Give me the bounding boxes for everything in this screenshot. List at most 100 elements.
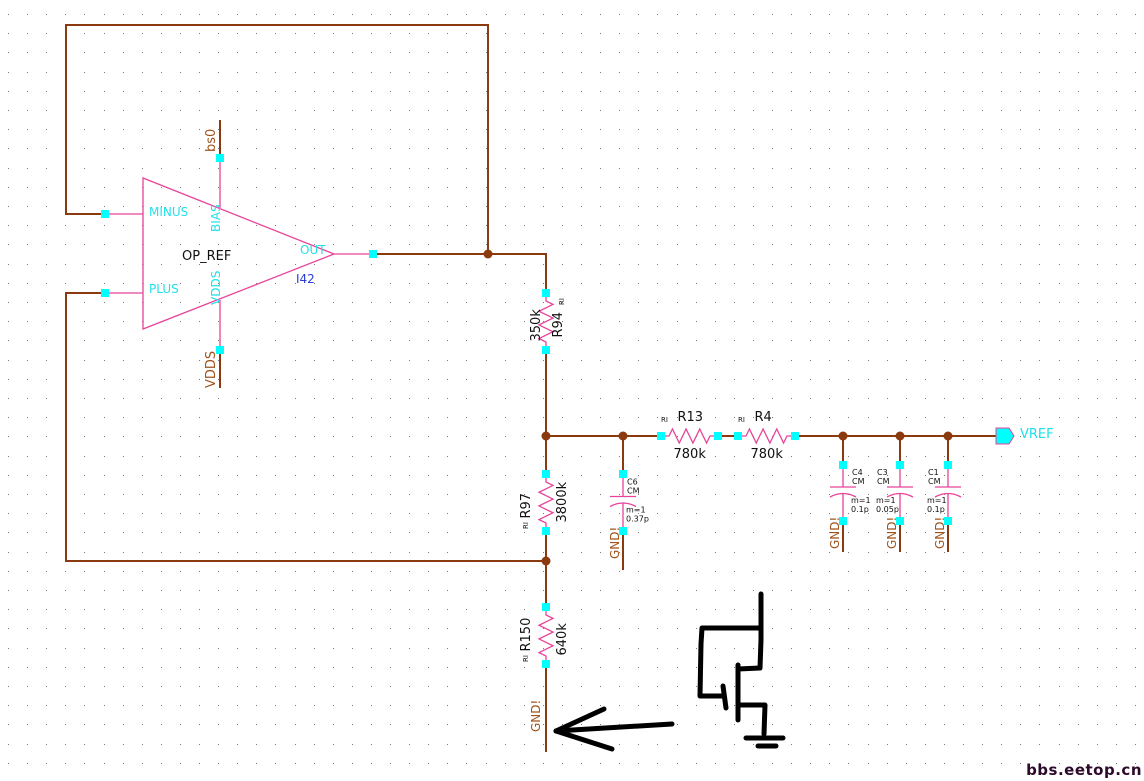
grid-dot bbox=[428, 609, 429, 610]
pin-square[interactable] bbox=[839, 461, 847, 469]
pin-square[interactable] bbox=[542, 527, 550, 535]
feedback-wire-minus[interactable] bbox=[65, 24, 489, 254]
pin-square[interactable] bbox=[619, 470, 627, 478]
pin-square[interactable] bbox=[542, 346, 550, 354]
grid-dot bbox=[1116, 33, 1117, 34]
grid-dot bbox=[848, 532, 849, 533]
grid-dot bbox=[925, 686, 926, 687]
grid-dot bbox=[963, 724, 964, 725]
grid-dot bbox=[8, 609, 9, 610]
output-pin-shape[interactable] bbox=[995, 427, 1015, 445]
grid-dot bbox=[218, 110, 219, 111]
grid-dot bbox=[275, 436, 276, 437]
grid-dot bbox=[791, 244, 792, 245]
grid-dot bbox=[295, 360, 296, 361]
pin-square[interactable] bbox=[542, 470, 550, 478]
pin-square[interactable] bbox=[896, 517, 904, 525]
grid-dot bbox=[600, 475, 601, 476]
grid-dot bbox=[868, 52, 869, 53]
grid-dot bbox=[466, 494, 467, 495]
grid-dot bbox=[1020, 52, 1021, 53]
pin-square[interactable] bbox=[542, 660, 550, 668]
pin-square[interactable] bbox=[101, 210, 109, 218]
grid-dot bbox=[1001, 456, 1002, 457]
pin-square[interactable] bbox=[369, 250, 377, 258]
grid-dot bbox=[581, 648, 582, 649]
grid-dot bbox=[638, 475, 639, 476]
pin-square[interactable] bbox=[216, 346, 224, 354]
grid-dot bbox=[1097, 552, 1098, 553]
grid-dot bbox=[944, 513, 945, 514]
grid-dot bbox=[390, 609, 391, 610]
grid-dot bbox=[390, 763, 391, 764]
pin-square[interactable] bbox=[619, 527, 627, 535]
grid-dot bbox=[753, 648, 754, 649]
grid-dot bbox=[1097, 340, 1098, 341]
grid-dot bbox=[390, 302, 391, 303]
opamp-op-ref[interactable] bbox=[105, 158, 373, 350]
grid-dot bbox=[772, 283, 773, 284]
grid-dot bbox=[199, 168, 200, 169]
grid-dot bbox=[27, 398, 28, 399]
grid-dot bbox=[428, 417, 429, 418]
grid-dot bbox=[275, 571, 276, 572]
pin-square[interactable] bbox=[944, 461, 952, 469]
pin-square[interactable] bbox=[791, 432, 799, 440]
grid-dot bbox=[447, 129, 448, 130]
grid-dot bbox=[657, 456, 658, 457]
grid-dot bbox=[371, 302, 372, 303]
hand-annotations bbox=[553, 591, 786, 752]
grid-dot bbox=[180, 571, 181, 572]
grid-dot bbox=[256, 187, 257, 188]
grid-dot bbox=[657, 590, 658, 591]
grid-dot bbox=[161, 648, 162, 649]
grid-dot bbox=[142, 532, 143, 533]
pin-square[interactable] bbox=[101, 289, 109, 297]
pin-square[interactable] bbox=[216, 154, 224, 162]
pin-square[interactable] bbox=[657, 432, 665, 440]
grid-dot bbox=[657, 475, 658, 476]
output-wire[interactable] bbox=[373, 253, 547, 293]
grid-dot bbox=[142, 398, 143, 399]
grid-dot bbox=[677, 494, 678, 495]
grid-dot bbox=[505, 244, 506, 245]
grid-dot bbox=[104, 398, 105, 399]
grid-dot bbox=[390, 72, 391, 73]
pin-square[interactable] bbox=[839, 517, 847, 525]
pin-square[interactable] bbox=[542, 603, 550, 611]
grid-dot bbox=[199, 513, 200, 514]
grid-dot bbox=[600, 72, 601, 73]
grid-dot bbox=[562, 532, 563, 533]
grid-dot bbox=[1020, 72, 1021, 73]
pin-square[interactable] bbox=[542, 289, 550, 297]
pin-square[interactable] bbox=[714, 432, 722, 440]
grid-dot bbox=[581, 225, 582, 226]
pin-square[interactable] bbox=[896, 461, 904, 469]
grid-dot bbox=[887, 321, 888, 322]
grid-dot bbox=[161, 417, 162, 418]
grid-dot bbox=[753, 532, 754, 533]
grid-dot bbox=[1039, 417, 1040, 418]
grid-dot bbox=[505, 340, 506, 341]
grid-dot bbox=[333, 168, 334, 169]
grid-dot bbox=[848, 667, 849, 668]
pin-square[interactable] bbox=[734, 432, 742, 440]
feedback-wire-plus[interactable] bbox=[65, 292, 546, 562]
grid-dot bbox=[1078, 321, 1079, 322]
pin-square[interactable] bbox=[944, 517, 952, 525]
grid-dot bbox=[466, 744, 467, 745]
grid-dot bbox=[447, 532, 448, 533]
grid-dot bbox=[314, 417, 315, 418]
vref-pin[interactable] bbox=[995, 427, 1015, 445]
grid-dot bbox=[715, 72, 716, 73]
grid-dot bbox=[1059, 571, 1060, 572]
